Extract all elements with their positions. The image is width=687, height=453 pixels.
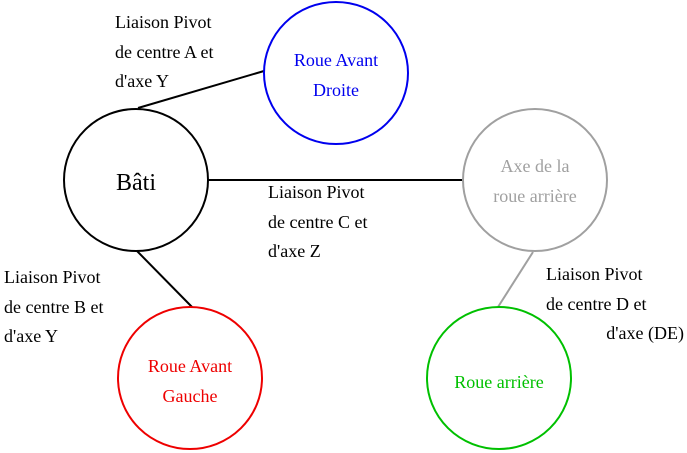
node-roue-arriere [426, 306, 572, 450]
link-b-label-2: de centre B et [4, 297, 103, 317]
roue-avant-droite-label-2: Droite [313, 80, 359, 100]
node-axe-roue-arriere [462, 108, 608, 252]
node-bati [63, 108, 209, 252]
link-a-label-2: de centre A et [115, 42, 213, 62]
link-c-label-2: de centre C et [268, 212, 367, 232]
link-d-label-1: Liaison Pivot [546, 264, 643, 284]
bati-label: Bâti [116, 170, 156, 196]
link-b-line [136, 250, 193, 308]
link-a-label-1: Liaison Pivot [115, 12, 212, 32]
axe-roue-arriere-label-1: Axe de la [501, 156, 570, 176]
link-d-label-3: d'axe (DE) [606, 323, 684, 344]
link-a-label-3: d'axe Y [115, 71, 169, 91]
link-b-label-1: Liaison Pivot [4, 267, 101, 287]
node-roue-avant-droite [263, 1, 409, 145]
axe-roue-arriere-label-2: roue arrière [493, 186, 576, 206]
link-b-label-3: d'axe Y [4, 326, 58, 346]
roue-avant-droite-label-1: Roue Avant [294, 50, 378, 70]
roue-avant-gauche-label-1: Roue Avant [148, 356, 232, 376]
link-c-label-3: d'axe Z [268, 241, 321, 261]
link-d-line [497, 251, 534, 308]
roue-arriere-label: Roue arrière [454, 372, 543, 392]
roue-avant-gauche-label-2: Gauche [163, 386, 218, 406]
link-a-line [137, 70, 265, 109]
node-roue-avant-gauche [117, 306, 263, 450]
link-c-label-1: Liaison Pivot [268, 182, 365, 202]
link-d-label-2: de centre D et [546, 294, 646, 314]
